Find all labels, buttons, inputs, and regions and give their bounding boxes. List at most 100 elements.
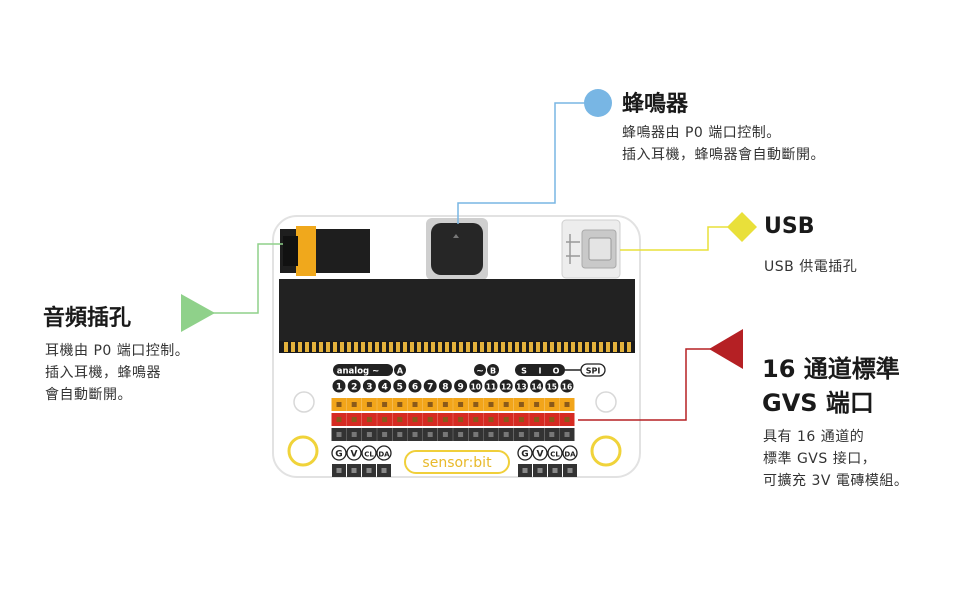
connector-tooth [592,342,596,352]
pin-number-badge [378,379,392,393]
connector-tooth [431,342,435,352]
connector-tooth [606,342,610,352]
header-pin-hole [397,417,403,422]
header-pin-hole [458,402,464,407]
s-label: S [521,367,527,376]
audio-marker [181,294,215,332]
buzzer-leader-line [457,102,598,224]
gvcd-tag [331,445,347,461]
connector-tooth [529,342,533,352]
pin-number-badge [484,379,498,393]
connector-tooth [585,342,589,352]
gvs-title: 16 通道標準 GVS 端口 [762,352,900,420]
header-pin-hole [366,402,372,407]
connector-tooth [515,342,519,352]
i2c-pin-hole [552,468,558,473]
gvcd-tag [562,445,578,461]
pin-number: 9 [457,383,463,393]
pin-number: 2 [351,383,357,393]
pin-number-badge [408,379,422,393]
i2c-pin-hole [366,468,372,473]
header-pin-hole [351,402,357,407]
analog-label: analog ~ [337,367,379,377]
pin-number-badge [560,379,574,393]
pin-number: 12 [501,383,511,392]
connector-tooth [382,342,386,352]
pin-number: 6 [412,383,418,393]
pin-number: 7 [427,383,433,393]
gvcd-tag [532,445,548,461]
gvcd-label: G [521,450,528,460]
header-pin-hole [518,417,524,422]
gvs-desc-line: 具有 16 通道的 [763,429,865,445]
header-pin-hole [518,402,524,407]
connector-tooth [445,342,449,352]
pin-number-badge [499,379,513,393]
i2c-pin-hole [537,468,543,473]
b-tag: B [490,367,496,376]
audio-desc-line: 耳機由 P0 端口控制。 [45,343,190,359]
mount-hole [293,391,315,413]
audio-leader-line [196,243,283,314]
usb-title: USB [764,214,815,239]
header-pin-hole [564,432,570,437]
usb-desc-line: USB 供電插孔 [764,259,858,275]
header-pin-hole [336,432,342,437]
gvs-leader-line [578,348,722,421]
connector-tooth [333,342,337,352]
header-pin-hole [534,432,540,437]
pin-number: 14 [531,383,541,392]
pin-number: 13 [516,383,526,392]
connector-tooth [613,342,617,352]
pin-number-badge [545,379,559,393]
pin-number: 5 [397,383,403,393]
mount-hole-large [590,435,622,467]
pin-number-badge [530,379,544,393]
gvcd-tag [376,445,392,461]
header-pin-hole [412,402,418,407]
header-pin-hole [382,432,388,437]
header-pin-hole [427,402,433,407]
connector-tooth [403,342,407,352]
header-pin-hole [549,432,555,437]
header-pin-hole [503,402,509,407]
i-label: I [539,367,542,376]
header-pin-hole [534,402,540,407]
connector-tooth [557,342,561,352]
gvs-desc: 具有 16 通道的 標準 GVS 接口， 可擴充 3V 電磚模組。 [763,426,908,492]
spi-label: SPI [586,367,601,376]
header-pin-hole [473,432,479,437]
connector-tooth [578,342,582,352]
sensor-bit-logo: sensor:bit [404,450,510,474]
header-pin-hole [488,402,494,407]
gvs-title-line: GVS 端口 [762,389,874,417]
connector-tooth [452,342,456,352]
connector-tooth [361,342,365,352]
header-pin-hole [488,417,494,422]
pin-number-badge [332,379,346,393]
connector-tooth [473,342,477,352]
gvcd-label: DA [564,451,576,459]
connector-tooth [438,342,442,352]
header-pin-hole [366,432,372,437]
header-pin-hole [351,432,357,437]
header-pin-hole [534,417,540,422]
i2c-pin-hole [336,468,342,473]
gvcd-tag [547,445,563,461]
connector-tooth [291,342,295,352]
header-pin-hole [442,417,448,422]
connector-tooth [417,342,421,352]
usb-port [561,219,621,279]
header-pin-hole [336,417,342,422]
connector-tooth [487,342,491,352]
header-pin-hole [473,402,479,407]
pin-number-badge [393,379,407,393]
function-labels: analog ~ A ~ B S I O SPI [333,363,606,377]
connector-tooth [424,342,428,352]
header-pin-hole [427,432,433,437]
connector-tooth [319,342,323,352]
pin-number-badge [347,379,361,393]
connector-tooth [326,342,330,352]
